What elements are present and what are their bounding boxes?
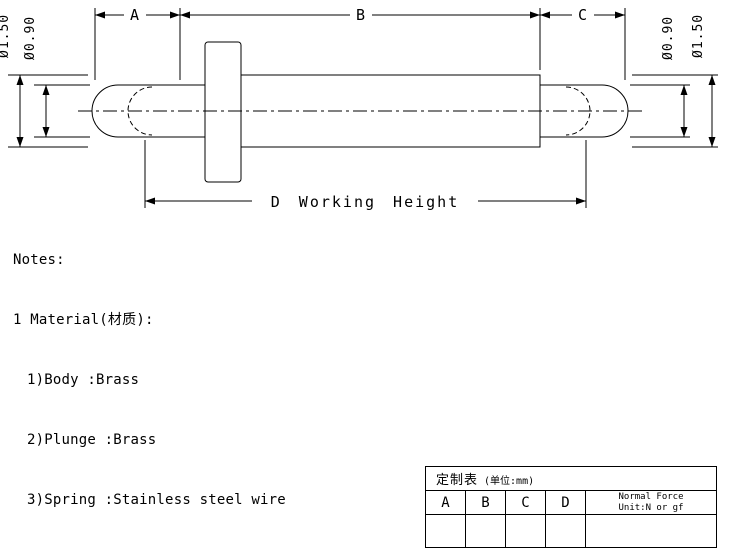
table-title-row: 定制表 (单位:mm) (425, 466, 717, 491)
notes-title: Notes: (13, 252, 65, 268)
left-plunger-tip (91, 84, 206, 138)
dimension-arrows (16, 11, 716, 205)
dim-a-label: A (130, 6, 140, 24)
note-line: 1)Body :Brass (27, 372, 140, 388)
note-line: 1 Material(材质): (13, 312, 154, 328)
left-inner-diameter-label: Ø0.90 (23, 16, 38, 60)
normal-force-line2: Unit:N or gf (618, 502, 684, 513)
label-masks (124, 6, 594, 209)
dim-c-label: C (578, 6, 588, 24)
dim-b-label: B (356, 6, 366, 24)
table-header-row: A B C D Normal Force Unit:N or gf (425, 490, 717, 515)
right-outer-diameter-label: Ø1.50 (691, 14, 706, 58)
empty-cell-c (505, 514, 546, 548)
normal-force-header: Normal Force Unit:N or gf (585, 490, 717, 515)
column-header-c: C (505, 490, 546, 515)
empty-cell-b (465, 514, 506, 548)
dimension-lines (8, 8, 718, 208)
empty-cell-d (545, 514, 586, 548)
right-inner-diameter-label: Ø0.90 (661, 16, 676, 60)
notes-section: Notes: 1 Material(材质): 1)Body :Brass 2)P… (13, 210, 398, 551)
customization-table: 定制表 (单位:mm) A B C D Normal Force Unit:N o… (425, 466, 717, 548)
working-height-label: D Working Height (271, 193, 460, 211)
column-header-a: A (425, 490, 466, 515)
right-plunger-tip (539, 84, 629, 138)
left-outer-diameter-label: Ø1.50 (0, 14, 12, 58)
column-header-b: B (465, 490, 506, 515)
empty-cell-a (425, 514, 466, 548)
table-empty-row (425, 514, 717, 548)
table-unit: (单位:mm) (484, 476, 535, 487)
flange (204, 41, 242, 183)
part-outline (91, 41, 629, 183)
right-hidden-arc (565, 86, 591, 136)
column-header-d: D (545, 490, 586, 515)
table-title-cell: 定制表 (单位:mm) (425, 466, 717, 491)
technical-drawing: A B C Ø1.50 Ø0.90 Ø0.90 Ø1.50 D Working … (0, 6, 718, 211)
note-line: 2)Plunge :Brass (27, 432, 157, 448)
note-line: 3)Spring :Stainless steel wire (27, 492, 286, 508)
empty-cell-force (585, 514, 717, 548)
normal-force-line1: Normal Force (618, 491, 684, 502)
table-title: 定制表 (436, 473, 479, 488)
left-hidden-arc (127, 86, 153, 136)
